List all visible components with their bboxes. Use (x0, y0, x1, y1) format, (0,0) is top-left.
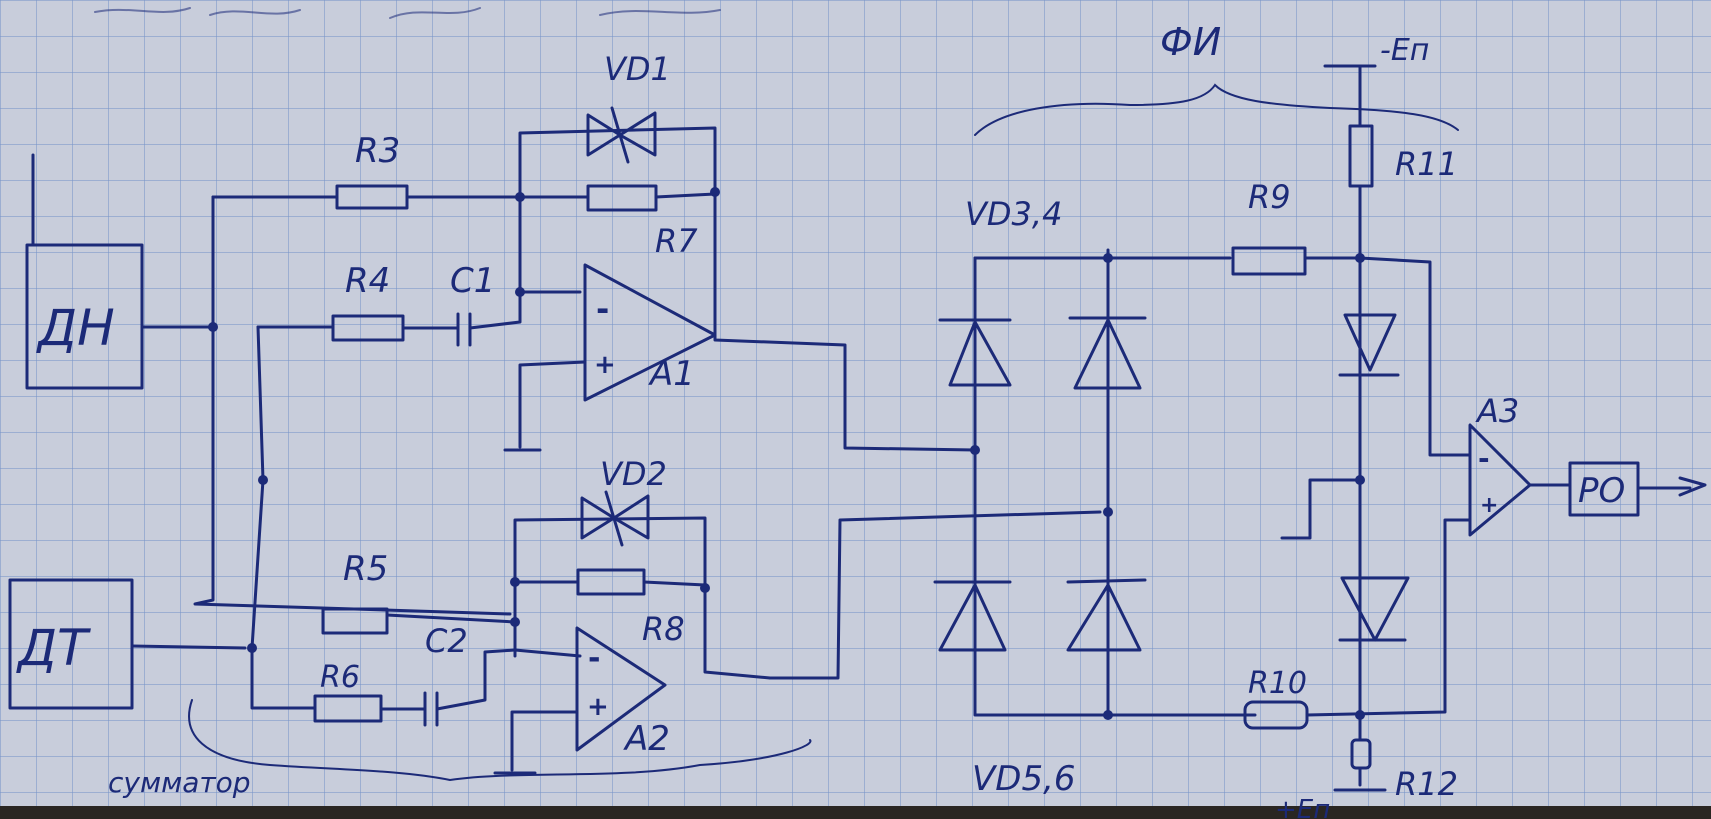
r7-label: R7 (655, 222, 698, 260)
reference-diode-upper (1338, 313, 1400, 377)
bridge-left-rail (973, 256, 1257, 717)
wire-r8-out (642, 580, 772, 680)
a2-minus-label: - (588, 641, 600, 676)
wire-c1-out (468, 290, 582, 330)
wire-a2-out (768, 510, 1102, 680)
r4-resistor (331, 314, 405, 342)
summator-label: сумматор (108, 766, 251, 799)
a2-plus-label: + (587, 692, 609, 722)
summator-brace (188, 699, 812, 782)
r7-resistor (586, 184, 658, 212)
reference-diode-lower (1338, 576, 1410, 642)
wire-r5-out (385, 613, 517, 624)
fi-label: ФИ (1160, 20, 1221, 64)
a1-label: A1 (648, 354, 695, 394)
a3-minus-label: - (1478, 442, 1490, 475)
a2-opamp: - + (575, 626, 667, 752)
wire-c2-out (435, 648, 582, 711)
a3-opamp: - + (1468, 423, 1532, 537)
a3-label: A3 (1475, 392, 1519, 430)
dt-label: ДТ (16, 619, 91, 677)
a1-minus-label: - (596, 290, 609, 328)
neg-supply-terminal (1323, 64, 1377, 128)
a3-plus-label: + (1480, 493, 1498, 518)
ro-output-arrow (1638, 476, 1707, 497)
c2-capacitor (423, 691, 439, 727)
a2-ground (493, 710, 579, 775)
vd4-diode (1068, 316, 1147, 390)
vd3-diode (938, 318, 1012, 387)
a1-opamp: - + (583, 263, 717, 402)
r11-label: R11 (1395, 145, 1458, 183)
c1-label: C1 (450, 261, 495, 301)
r8-label: R8 (642, 610, 685, 648)
r11-resistor (1348, 124, 1374, 188)
a2-label: A2 (623, 719, 670, 759)
dn-block: ДН (25, 243, 144, 390)
r8-resistor (576, 568, 646, 596)
a1-plus-label: + (594, 350, 616, 380)
wire-dt-bus (250, 325, 317, 710)
junction-dots (208, 187, 1365, 720)
wire-dt-out (130, 644, 247, 650)
ro-block: РО (1568, 461, 1640, 517)
pos-supply-label: +Eп (1275, 795, 1330, 819)
dn-label: ДН (36, 299, 115, 357)
c2-label: C2 (425, 622, 468, 660)
r12-resistor (1350, 738, 1372, 770)
r9-label: R9 (1248, 178, 1291, 216)
a1-ground (503, 360, 587, 452)
ro-label: РО (1578, 471, 1625, 511)
header-scribble (94, 7, 721, 19)
c1-capacitor (456, 312, 472, 347)
vd5-diode (933, 580, 1012, 652)
r5-label: R5 (343, 549, 388, 589)
neg-supply-label: -Eп (1380, 33, 1429, 68)
r3-label: R3 (355, 131, 400, 171)
wire-a1-out (713, 192, 977, 452)
vd34-label: VD3,4 (965, 195, 1062, 233)
dt-block: ДТ (8, 578, 134, 710)
vd1-zener-diode (586, 106, 657, 164)
sheet-bottom-edge (0, 806, 1711, 819)
r3-resistor (335, 184, 409, 210)
r9-resistor (1231, 246, 1307, 276)
wire-r10-out (1305, 518, 1472, 717)
vd56-label: VD5,6 (972, 759, 1076, 799)
wire-midpoint-ground (1280, 478, 1362, 540)
vd2-label: VD2 (600, 455, 667, 493)
vd2-zener-diode (580, 490, 650, 547)
fi-brace (974, 83, 1459, 136)
r12-label: R12 (1395, 765, 1458, 803)
r4-label: R4 (345, 261, 390, 301)
wire-r7-out (654, 192, 717, 199)
wire-r9-out (1303, 256, 1472, 457)
r6-label: R6 (320, 660, 360, 695)
vd1-label: VD1 (604, 50, 671, 88)
pos-supply-terminal (1333, 713, 1387, 792)
vd6-diode (1066, 578, 1147, 652)
r10-label: R10 (1248, 666, 1307, 701)
r6-resistor (313, 694, 383, 723)
r5-resistor (321, 607, 389, 635)
